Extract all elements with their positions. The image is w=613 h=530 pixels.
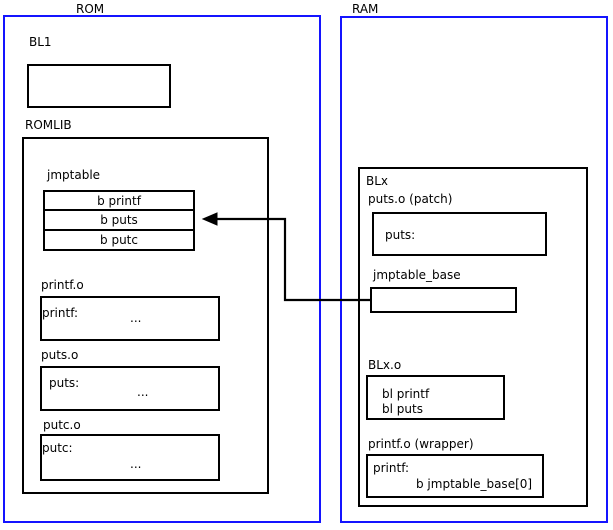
printf-o-body: ... <box>130 311 142 325</box>
printf-wrapper-instruction: b jmptable_base[0] <box>416 477 533 491</box>
puts-o-label: puts.o <box>41 348 79 362</box>
putc-o-box: putc: ... <box>40 434 220 481</box>
printf-o-symbol: printf: <box>42 306 79 320</box>
jmptable-entry-b-putc: b putc <box>43 229 195 251</box>
printf-o-label: printf.o <box>41 278 84 292</box>
bl1-label: BL1 <box>29 35 52 49</box>
puts-patch-symbol: puts: <box>385 228 416 242</box>
blx-o-box: bl printf bl puts <box>366 375 505 420</box>
blx-o-line-bl-puts: bl puts <box>382 402 423 416</box>
puts-o-symbol: puts: <box>49 376 80 390</box>
puts-patch-label: puts.o (patch) <box>368 192 453 206</box>
putc-o-symbol: putc: <box>42 441 73 455</box>
blx-label: BLx <box>366 174 389 188</box>
jmptable-base-box <box>370 287 517 313</box>
puts-o-box: puts: ... <box>40 366 220 411</box>
jmptable-label: jmptable <box>47 168 101 182</box>
printf-wrapper-box: printf: b jmptable_base[0] <box>366 454 544 498</box>
blx-o-line-bl-printf: bl printf <box>382 387 430 401</box>
printf-wrapper-symbol: printf: <box>373 461 410 475</box>
puts-o-body: ... <box>137 385 149 399</box>
bl1-box <box>27 64 171 108</box>
ram-region-label: RAM <box>352 2 379 16</box>
printf-wrapper-label: printf.o (wrapper) <box>368 437 474 451</box>
rom-region-label: ROM <box>76 2 105 16</box>
putc-o-body: ... <box>130 457 142 471</box>
jmptable-entry-b-puts: b puts <box>43 209 195 231</box>
blx-o-label: BLx.o <box>368 358 402 372</box>
jmptable-base-label: jmptable_base <box>373 268 461 282</box>
puts-patch-box: puts: <box>372 212 547 256</box>
putc-o-label: putc.o <box>43 418 81 432</box>
romlib-label: ROMLIB <box>25 118 72 132</box>
printf-o-box: printf: ... <box>40 296 220 341</box>
